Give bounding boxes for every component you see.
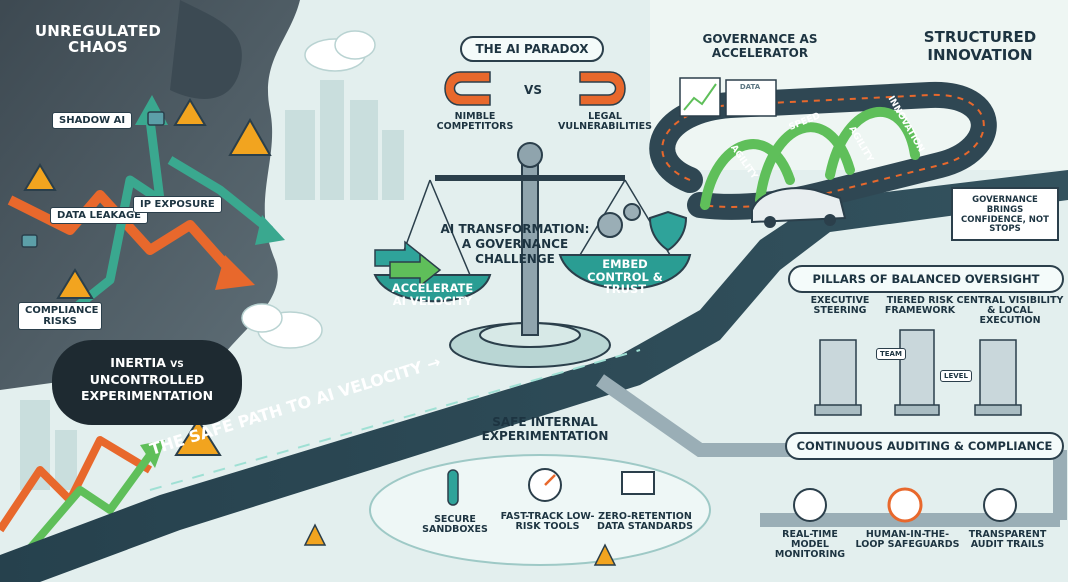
cloud-icons <box>241 30 376 349</box>
audit-item-monitoring: REAL-TIME MODEL MONITORING <box>774 529 846 560</box>
balance-title-line3: CHALLENGE <box>475 252 555 266</box>
experiment-item-fast-track: FAST-TRACK LOW-RISK TOOLS <box>500 511 595 532</box>
arches <box>700 106 920 210</box>
chaos-title: UNREGULATED CHAOS <box>34 22 162 56</box>
velocity-arrows-icon <box>374 240 442 288</box>
chaos-label-compliance: COMPLIANCE RISKS <box>18 302 102 330</box>
data-screens <box>679 77 777 117</box>
governance-title: GOVERNANCE AS ACCELERATOR <box>690 32 830 61</box>
balance-title-line2: A GOVERNANCE <box>461 237 569 251</box>
pillar-executive-steering: EXECUTIVE STEERING <box>810 295 870 316</box>
pillars-title: PILLARS OF BALANCED OVERSIGHT <box>788 265 1064 293</box>
chaos-label-data-leakage: DATA LEAKAGE <box>50 207 148 224</box>
auditing-title: CONTINUOUS AUDITING & COMPLIANCE <box>785 432 1064 460</box>
magnet-icons <box>444 71 626 106</box>
audit-item-trails: TRANSPARENT AUDIT TRAILS <box>968 529 1047 550</box>
pillar-level-tag: LEVEL <box>940 370 972 382</box>
right-pan-label: EMBED CONTROL & TRUST <box>587 257 663 297</box>
paradox-title: THE AI PARADOX <box>460 36 604 62</box>
chaos-label-shadow-ai: SHADOW AI <box>52 112 133 129</box>
paradox-left: NIMBLE COMPETITORS <box>436 111 514 132</box>
safe-path-road <box>0 170 1068 582</box>
paradox-vs: VS <box>524 83 542 97</box>
structured-innovation-title: STRUCTURED INNOVATION <box>923 28 1037 64</box>
left-pan-label: ACCELERATE AI VELOCITY <box>391 281 474 308</box>
inertia-vs: VS <box>170 360 184 370</box>
governance-title-line2: ACCELERATOR <box>711 46 809 61</box>
experimentation-title: SAFE INTERNAL EXPERIMENTATION <box>481 415 609 444</box>
pillar-tiered-risk: TIERED RISK FRAMEWORK <box>884 295 956 316</box>
pillar-team-tag: TEAM <box>876 348 906 360</box>
governance-sign <box>951 187 1059 241</box>
inertia-line3: EXPERIMENTATION <box>80 387 214 403</box>
road-center-line <box>149 349 641 491</box>
screen-label: DATA <box>739 83 761 91</box>
audit-item-human-loop: HUMAN-IN-THE-LOOP SAFEGUARDS <box>855 529 960 550</box>
balance-title: AI TRANSFORMATION: A GOVERNANCE CHALLENG… <box>430 222 600 267</box>
storm-swirl <box>170 0 242 99</box>
traffic-cones <box>303 523 617 566</box>
governance-title-line1: GOVERNANCE AS <box>702 32 818 46</box>
balance-scale <box>373 142 692 368</box>
inertia-text: INERTIA VS UNCONTROLLED EXPERIMENTATION <box>62 355 232 404</box>
sports-car-icon <box>751 187 847 228</box>
gear-shield-icon <box>597 203 688 252</box>
pillar-central-visibility: CENTRAL VISIBILITY & LOCAL EXECUTION <box>956 295 1064 326</box>
experiment-item-sandboxes: SECURE SANDBOXES <box>422 514 488 535</box>
inertia-line2: UNCONTROLLED <box>89 371 205 387</box>
balance-title-line1: AI TRANSFORMATION: <box>440 222 590 236</box>
experiment-item-zero-retention: ZERO-RETENTION DATA STANDARDS <box>596 511 694 532</box>
warning-icons <box>23 98 272 456</box>
governance-sign-text: GOVERNANCE BRINGS CONFIDENCE, NOT STOPS <box>961 195 1049 235</box>
inertia-line1: INERTIA <box>110 355 166 370</box>
experimentation-zone <box>369 454 711 566</box>
chaos-label-ip-exposure: IP EXPOSURE <box>133 196 222 213</box>
paradox-right: LEGAL VULNERABILITIES <box>558 111 652 132</box>
pillar-columns <box>814 329 1022 416</box>
lock-icons <box>21 111 165 248</box>
inertia-cloud <box>52 340 242 425</box>
